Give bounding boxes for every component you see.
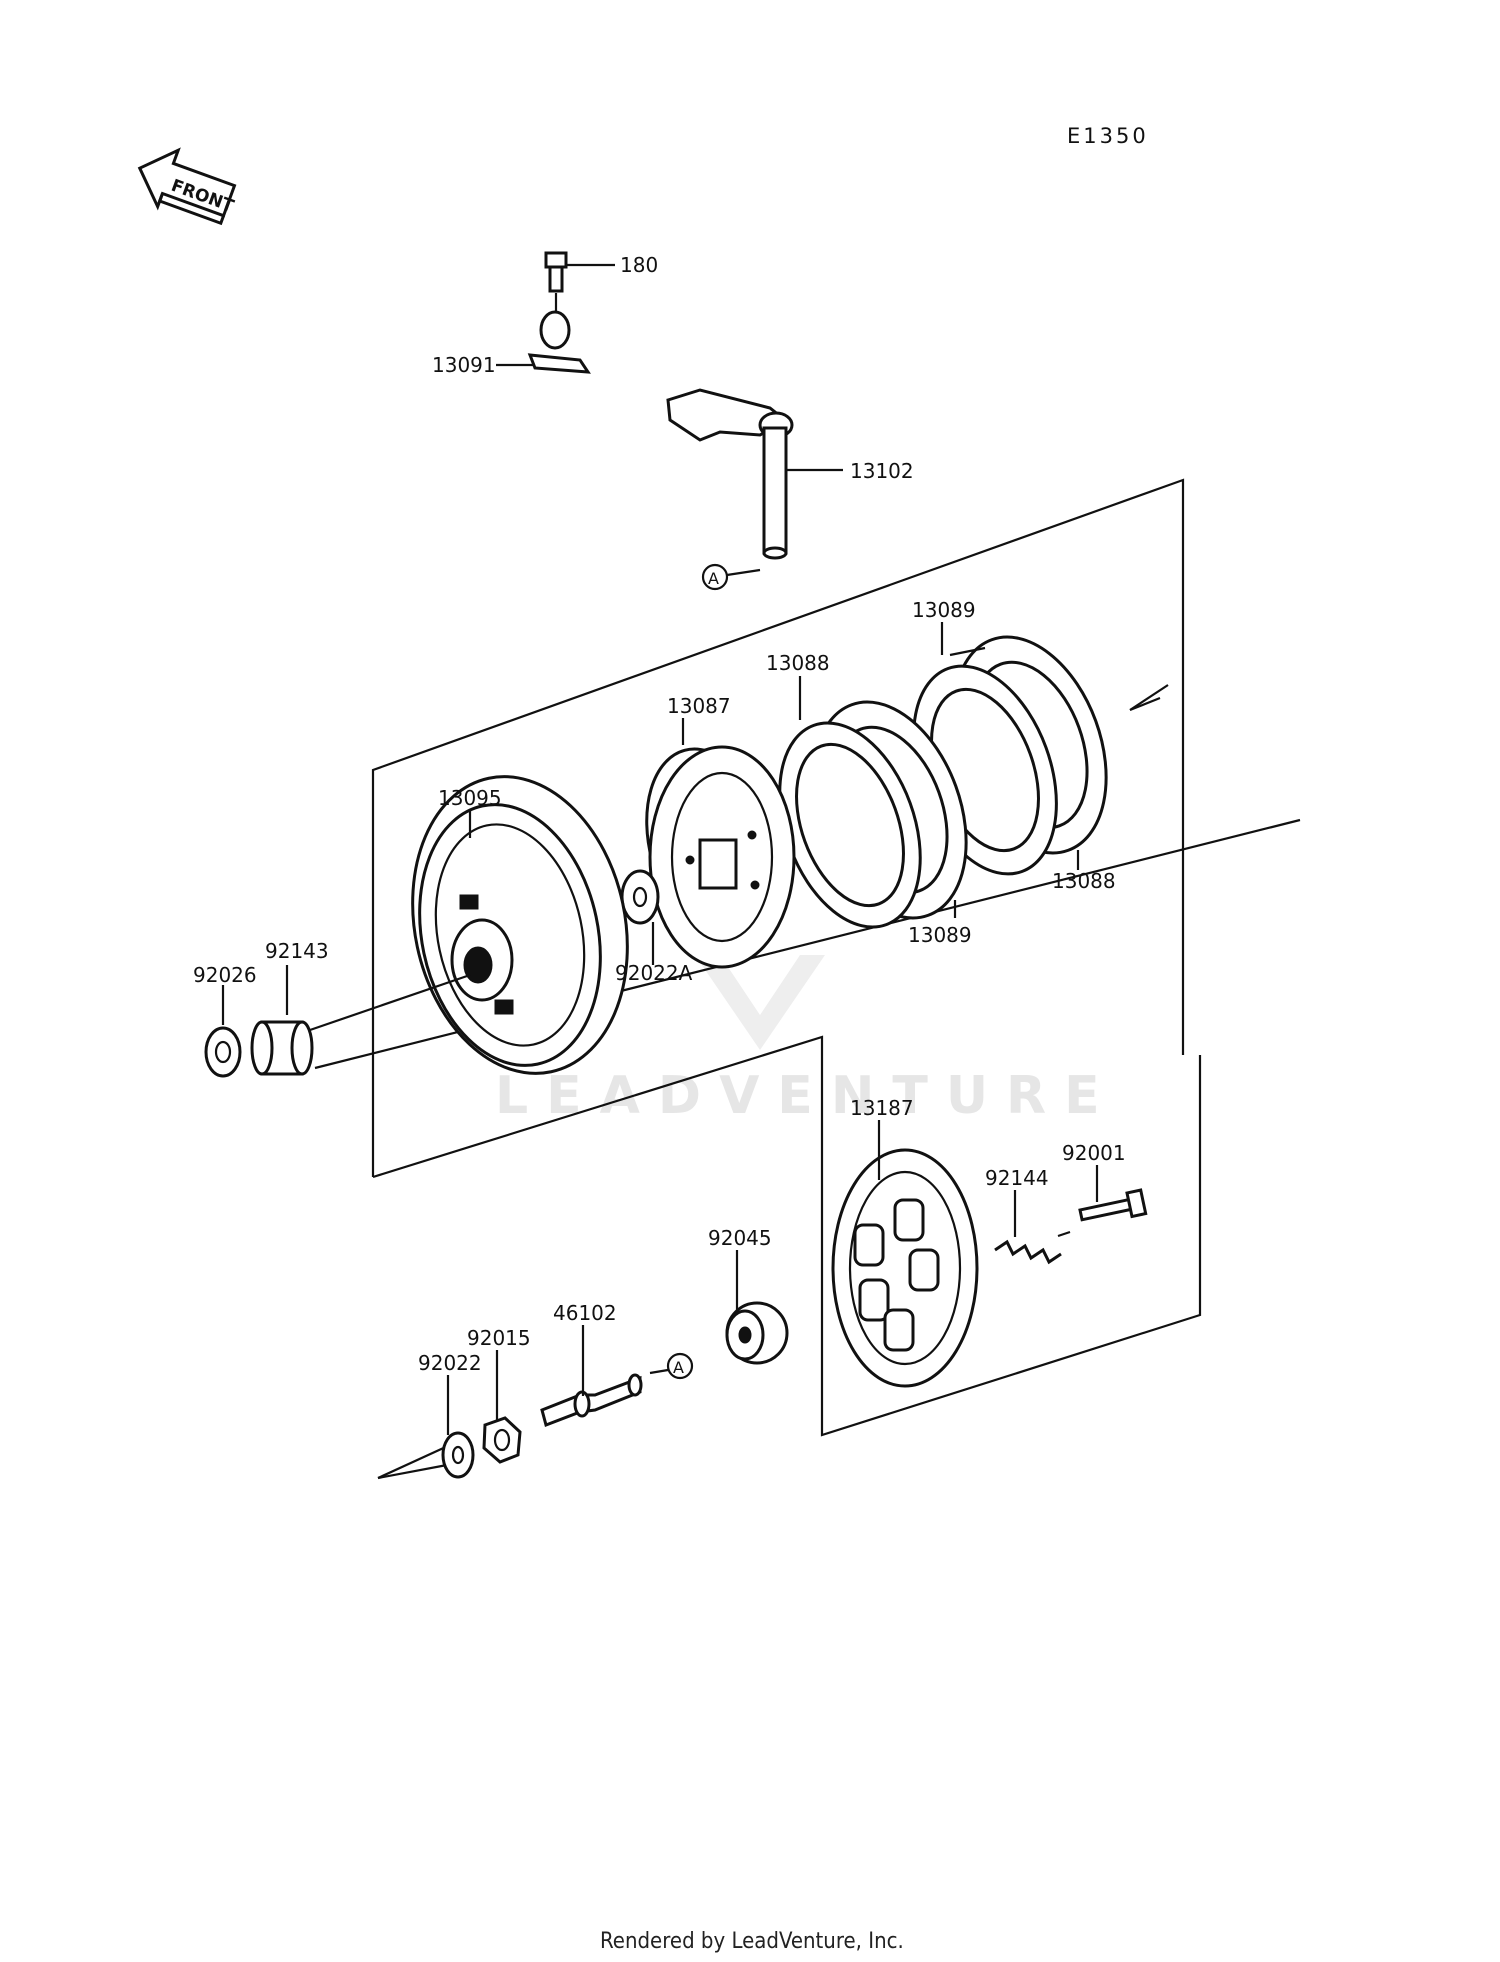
label-13102: 13102 — [850, 459, 914, 483]
label-92022: 92022 — [418, 1351, 482, 1375]
washer-92022A — [620, 869, 660, 925]
label-92001: 92001 — [1062, 1141, 1126, 1165]
bearing-92045 — [725, 1301, 789, 1365]
clutch-housing-13095 — [411, 775, 629, 1075]
label-13087: 13087 — [667, 694, 731, 718]
label-92026: 92026 — [193, 963, 257, 987]
label-13088-bottom: 13088 — [1052, 869, 1116, 893]
label-46102: 46102 — [553, 1301, 617, 1325]
label-92015: 92015 — [467, 1326, 531, 1350]
pressure-plate-13187 — [831, 1148, 979, 1388]
leader-lines — [221, 263, 1099, 1435]
diagram-code: E1350 — [1067, 124, 1149, 148]
part-labels: 180 13091 13102 13089 13088 13087 13095 … — [193, 253, 1126, 1375]
ref-marker-a-top — [701, 563, 729, 591]
label-92022A: 92022A — [615, 961, 693, 985]
ref-marker-a-top-label: A — [708, 569, 719, 588]
front-arrow: FRONT — [137, 147, 237, 226]
label-13089-top: 13089 — [912, 598, 976, 622]
label-13088-top: 13088 — [766, 651, 830, 675]
label-13187: 13187 — [850, 1096, 914, 1120]
label-92143: 92143 — [265, 939, 329, 963]
lever-shaft-13102 — [666, 388, 794, 560]
label-92045: 92045 — [708, 1226, 772, 1250]
push-rod-46102 — [540, 1373, 643, 1427]
washer-92022 — [441, 1431, 475, 1479]
bolt-92001 — [1078, 1188, 1148, 1222]
ref-marker-a-bottom — [666, 1352, 694, 1380]
nut-92015 — [482, 1416, 522, 1464]
watermark-text: LEADVENTURE — [495, 1066, 1118, 1126]
label-13095: 13095 — [438, 786, 502, 810]
ref-marker-a-bottom-label: A — [673, 1358, 684, 1377]
clamp-13091 — [527, 310, 591, 374]
label-180: 180 — [620, 253, 658, 277]
bolt-180 — [544, 251, 568, 315]
label-13091: 13091 — [432, 353, 496, 377]
clutch-hub-13087 — [645, 745, 796, 969]
label-13089-bottom: 13089 — [908, 923, 972, 947]
washer-92026 — [204, 1026, 242, 1078]
watermark: LEADVENTURE — [495, 955, 1118, 1126]
label-92144: 92144 — [985, 1166, 1049, 1190]
sleeve-92143 — [250, 1020, 314, 1076]
footer-credit: Rendered by LeadVenture, Inc. — [600, 1929, 904, 1954]
spring-92144 — [994, 1230, 1071, 1265]
